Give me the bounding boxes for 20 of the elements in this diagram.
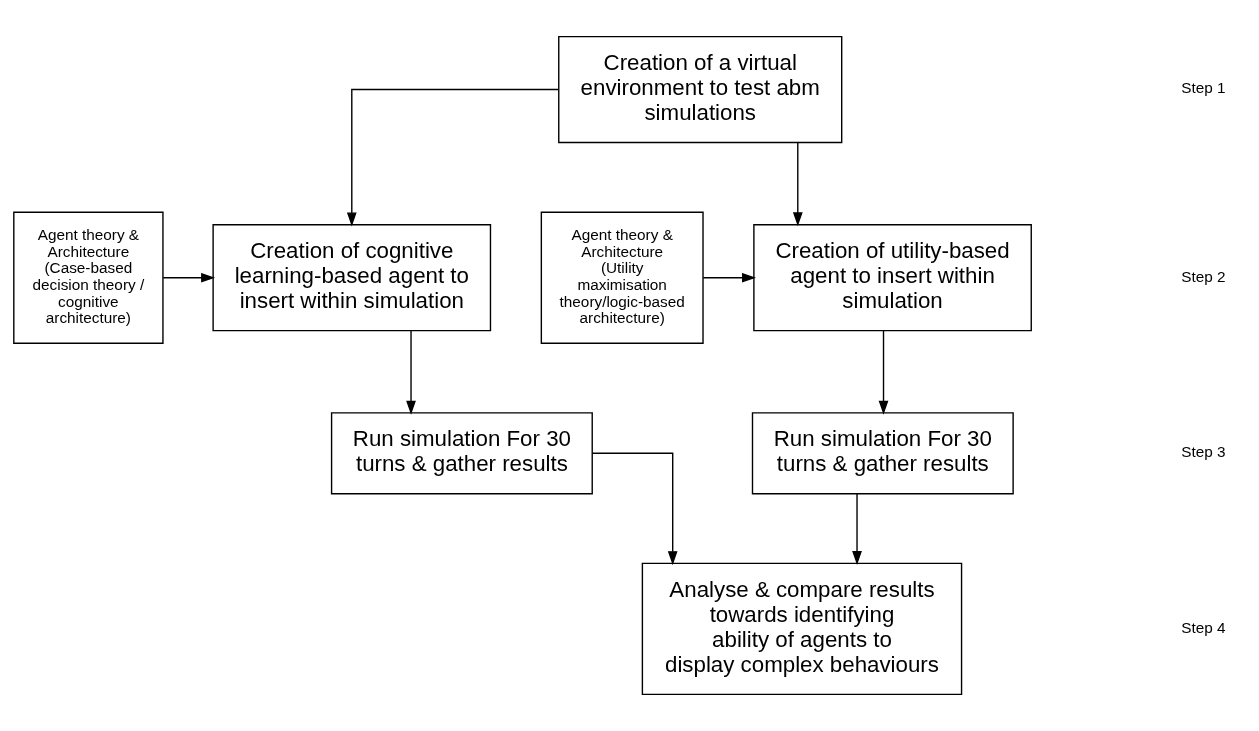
node-box: Agent theory & Architecture (Case-based decision theory / cognitive architecture) [13,211,164,344]
node-box: Creation of cognitive learning-based agent to insert within simulation [212,224,492,332]
arrow [792,142,803,227]
arrow [162,272,216,283]
label: Step 2 [1181,267,1226,285]
node-box: Analyse & compare results towards identifying ability of agents to display complex behaviours [641,562,963,696]
node-box: Run simulation For 30 turns & gather results [330,412,593,495]
arrow [406,330,416,415]
arrow [702,272,756,283]
label: Step 4 [1181,618,1226,636]
arrow [878,330,889,415]
arrow [591,452,678,566]
label: Step 1 [1181,79,1226,97]
node-box: Run simulation For 30 turns & gather results [751,412,1014,495]
label: Step 3 [1181,443,1226,461]
arrow [852,493,862,566]
node-box: Creation of utility-based agent to insert within simulation [753,224,1032,332]
arrow [346,88,560,227]
node-box: Agent theory & Architecture (Utility maximisation theory/logic-based architecture) [540,211,704,344]
node-box: Creation of a virtual environment to test abm simulations [558,35,843,144]
